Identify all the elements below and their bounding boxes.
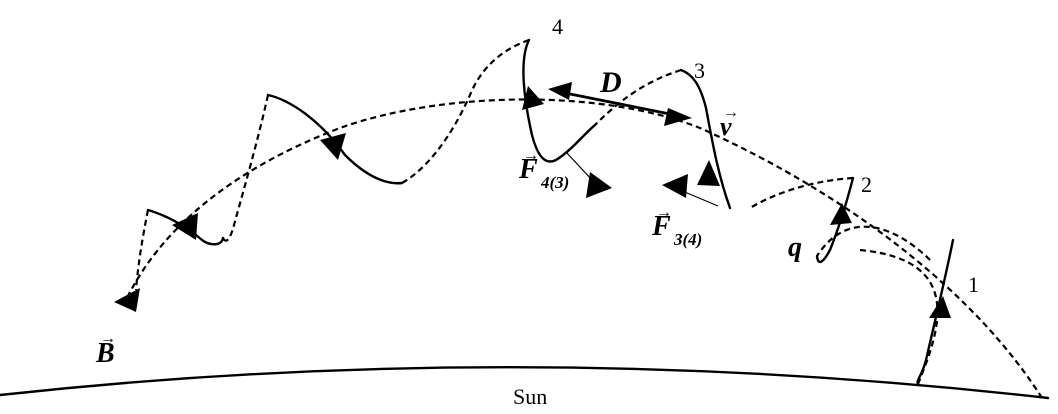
force-43-vector-mark: →	[523, 147, 539, 164]
trajectory-arrow-1	[929, 296, 951, 318]
trajectory-front-5	[266, 93, 404, 185]
trajectory-back-6	[222, 94, 270, 242]
trajectory-back-7	[134, 209, 150, 291]
distance-arrow-head-right	[664, 108, 692, 126]
magnetic-field-vector-mark: →	[100, 330, 116, 347]
distance-arrow-head-left	[548, 82, 572, 100]
trajectory-front-1	[916, 238, 955, 386]
sun-surface	[0, 366, 1050, 400]
distance-label: D	[599, 66, 622, 99]
field-arrow	[114, 288, 140, 312]
force-43-label: F	[518, 154, 538, 185]
force-34-arrow	[662, 174, 688, 198]
point-label-3: 3	[694, 58, 705, 83]
magnetic-field-line	[125, 98, 1043, 399]
force-34-label: F	[651, 211, 671, 242]
trajectory-front-2	[815, 176, 855, 264]
point-label-4: 4	[552, 14, 563, 39]
sun-label: Sun	[513, 384, 547, 409]
force-43-line	[565, 151, 593, 181]
force-43-arrow	[586, 172, 612, 198]
charge-label: q	[788, 232, 802, 263]
velocity-label: v	[720, 112, 732, 141]
magnetic-field-label: B	[95, 338, 115, 369]
trajectory-front-3	[679, 68, 732, 210]
trajectory-back-2	[816, 225, 931, 261]
trajectory-arrow-3	[697, 160, 720, 186]
trajectory-front-6	[146, 208, 225, 246]
force-43-subscript: 4(3)	[540, 173, 569, 192]
trajectory-back-1	[859, 248, 939, 385]
trajectory-back-3	[749, 176, 854, 209]
force-34-subscript: 3(4)	[673, 230, 702, 249]
distance-arrow-line	[559, 90, 681, 118]
trajectory-front-4	[522, 38, 597, 163]
trajectory-back-5	[401, 38, 530, 184]
trajectory-arrow-4	[522, 86, 544, 110]
point-label-1: 1	[968, 272, 979, 297]
trajectory-arrow-6	[172, 213, 198, 240]
trajectory-arrow-5	[320, 133, 346, 160]
point-label-2: 2	[861, 172, 872, 197]
force-34-vector-mark: →	[656, 204, 672, 221]
trajectory-arrow-2	[830, 203, 852, 225]
velocity-vector-mark: →	[723, 104, 739, 121]
trajectory-back-4	[594, 68, 682, 126]
